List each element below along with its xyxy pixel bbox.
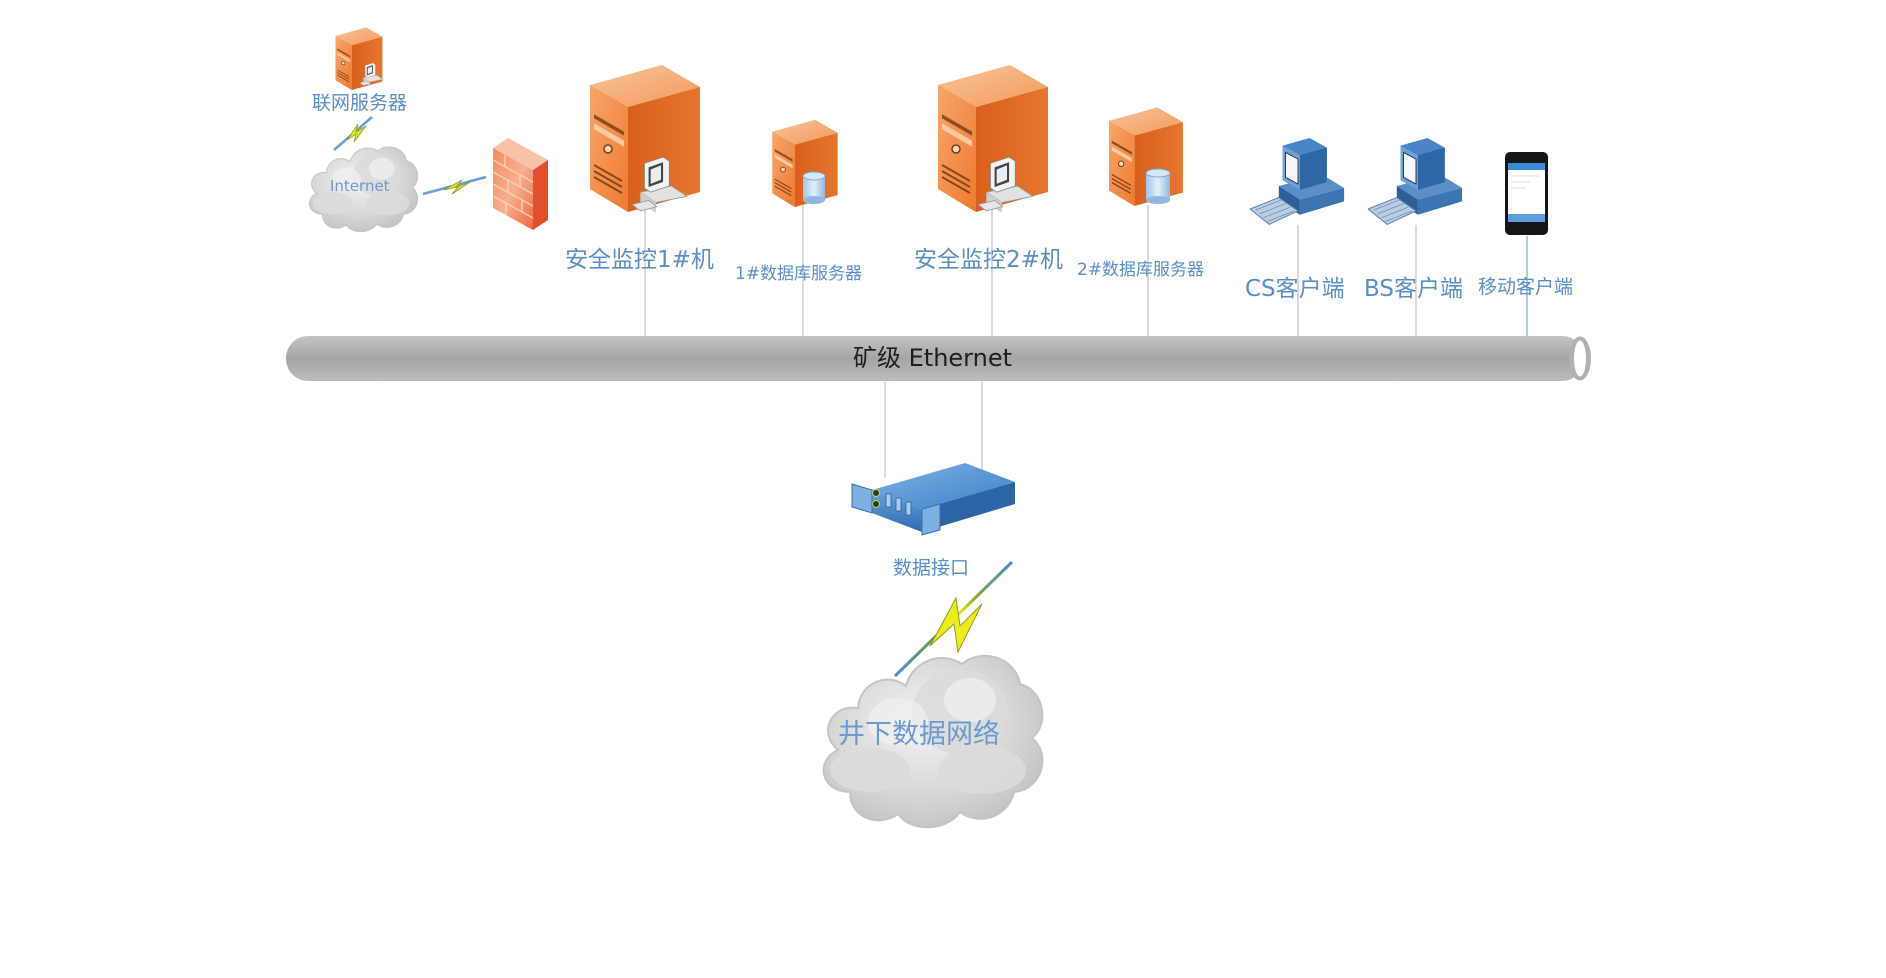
mobile-client-label: 移动客户端 bbox=[1478, 276, 1574, 298]
monitor-1-server-icon bbox=[590, 64, 700, 214]
internet-server-label: 联网服务器 bbox=[312, 92, 408, 114]
db-server-2-icon bbox=[1108, 106, 1184, 206]
data-interface-label: 数据接口 bbox=[893, 557, 970, 579]
data-interface-rack-icon bbox=[851, 463, 1015, 536]
db-server-1-label: 1#数据库服务器 bbox=[735, 264, 863, 284]
ethernet-bus-label: 矿级 Ethernet bbox=[853, 344, 1013, 372]
wireless-link-server-cloud bbox=[333, 116, 373, 151]
monitor-2-server-icon bbox=[938, 64, 1048, 214]
cs-client-computer-icon bbox=[1250, 138, 1345, 225]
wired-links bbox=[644, 200, 1417, 478]
db-server-2-label: 2#数据库服务器 bbox=[1077, 260, 1205, 280]
monitor-2-label: 安全监控2#机 bbox=[914, 247, 1063, 273]
wireless-link-cloud-firewall bbox=[422, 175, 487, 196]
bs-client-label: BS客户端 bbox=[1364, 276, 1463, 302]
ethernet-bus bbox=[286, 336, 1591, 381]
monitor-1-label: 安全监控1#机 bbox=[565, 247, 714, 273]
internet-cloud-label: Internet bbox=[330, 177, 390, 195]
firewall-icon bbox=[492, 138, 548, 230]
db-server-1-icon bbox=[771, 119, 839, 207]
cs-client-label: CS客户端 bbox=[1245, 276, 1345, 302]
mobile-client-smartphone-icon bbox=[1505, 152, 1548, 235]
internet-server-icon bbox=[335, 26, 384, 90]
bs-client-computer-icon bbox=[1368, 138, 1463, 225]
underground-network-label: 井下数据网络 bbox=[838, 719, 1000, 750]
wireless-link-interface-underground bbox=[893, 560, 1014, 678]
